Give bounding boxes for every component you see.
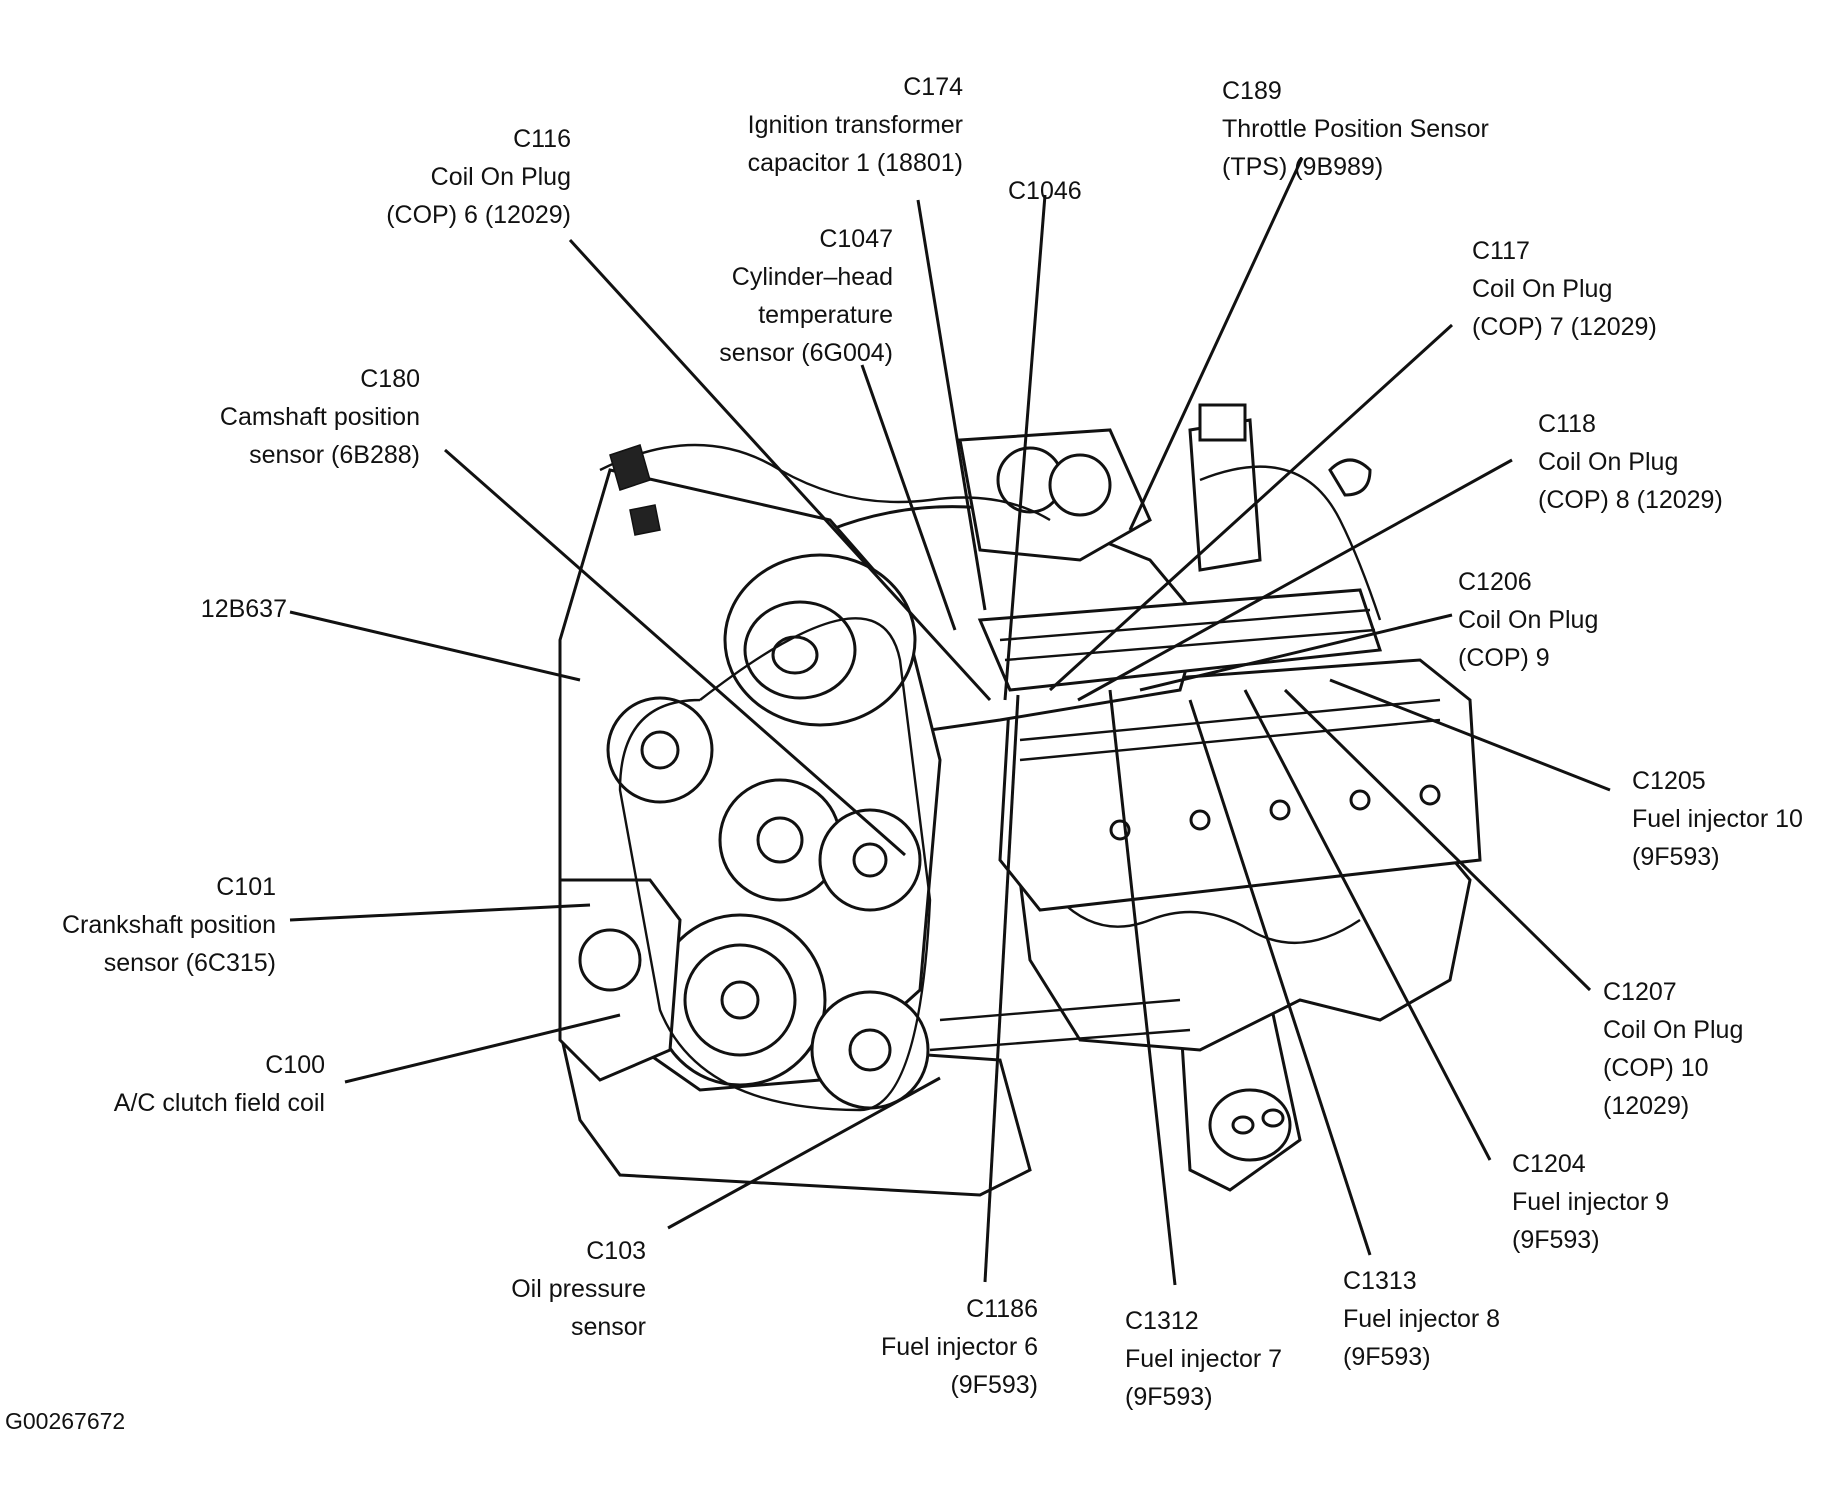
label-line: C1204 bbox=[1512, 1150, 1586, 1178]
leader-c100 bbox=[344, 1013, 621, 1084]
label-line: (9F593) bbox=[1632, 843, 1720, 871]
leader-c118 bbox=[1077, 458, 1513, 702]
label-line: C117 bbox=[1472, 237, 1530, 265]
label-line: sensor (6G004) bbox=[719, 339, 893, 367]
leader-c189 bbox=[1128, 157, 1304, 531]
label-line: A/C clutch field coil bbox=[113, 1089, 325, 1117]
label-line: Coil On Plug bbox=[1603, 1016, 1744, 1044]
label-line: C116 bbox=[513, 125, 571, 153]
label-line: C103 bbox=[586, 1237, 646, 1265]
valve-cover-right bbox=[998, 658, 1482, 912]
leader-c101 bbox=[289, 903, 591, 922]
leader-c1207 bbox=[1283, 688, 1592, 992]
label-line: C1313 bbox=[1343, 1267, 1417, 1295]
label-line: Coil On Plug bbox=[1538, 448, 1679, 476]
label-line: (9F593) bbox=[1343, 1343, 1431, 1371]
label-line: (TPS) (9B989) bbox=[1222, 153, 1384, 181]
label-line: Coil On Plug bbox=[1472, 275, 1613, 303]
label-c12b637: 12B637 bbox=[201, 590, 287, 628]
label-line: Oil pressure bbox=[511, 1275, 646, 1303]
label-line: C101 bbox=[216, 873, 276, 901]
label-line: Crankshaft position bbox=[61, 911, 276, 939]
leader-c1046 bbox=[1003, 194, 1047, 701]
label-line: Fuel injector 8 bbox=[1343, 1305, 1501, 1333]
leader-c1312 bbox=[1108, 689, 1177, 1286]
label-line: sensor (6C315) bbox=[103, 949, 276, 977]
label-line: Fuel injector 10 bbox=[1632, 805, 1803, 833]
label-line: Camshaft position bbox=[219, 403, 420, 431]
label-line: C1046 bbox=[1008, 177, 1082, 205]
label-line: C118 bbox=[1538, 410, 1596, 438]
leader-c12b637 bbox=[289, 610, 581, 682]
label-line: C1186 bbox=[966, 1295, 1038, 1323]
label-line: C1206 bbox=[1458, 568, 1532, 596]
label-line: C174 bbox=[903, 73, 963, 101]
label-line: C100 bbox=[265, 1051, 325, 1079]
figure-id: G00267672 bbox=[5, 1408, 126, 1434]
leader-c1313 bbox=[1188, 699, 1372, 1256]
leader-c174 bbox=[916, 199, 987, 611]
label-line: (COP) 8 (12029) bbox=[1538, 486, 1723, 514]
label-line: C1047 bbox=[819, 225, 893, 253]
label-line: (COP) 6 (12029) bbox=[386, 201, 571, 229]
label-line: Throttle Position Sensor bbox=[1222, 115, 1489, 143]
label-line: 12B637 bbox=[200, 595, 287, 623]
label-line: (9F593) bbox=[950, 1371, 1038, 1399]
label-line: C180 bbox=[360, 365, 420, 393]
label-line: Coil On Plug bbox=[430, 163, 571, 191]
label-line: sensor bbox=[570, 1313, 646, 1341]
label-line: Ignition transformer bbox=[747, 111, 963, 139]
leader-c1205 bbox=[1329, 678, 1611, 792]
leader-c1047 bbox=[860, 364, 957, 631]
label-line: C1207 bbox=[1603, 978, 1677, 1006]
label-line: C189 bbox=[1222, 77, 1282, 105]
leader-c116 bbox=[568, 238, 992, 702]
leader-c1206 bbox=[1139, 613, 1453, 692]
label-line: C1312 bbox=[1125, 1307, 1199, 1335]
leader-c180 bbox=[444, 448, 906, 857]
label-c1046: C1046 bbox=[1008, 172, 1082, 210]
label-line: temperature bbox=[758, 301, 893, 329]
label-line: (COP) 10 bbox=[1603, 1054, 1709, 1082]
label-line: sensor (6B288) bbox=[249, 441, 420, 469]
leader-c1204 bbox=[1243, 689, 1492, 1161]
label-line: (12029) bbox=[1603, 1092, 1690, 1120]
label-line: (9F593) bbox=[1512, 1226, 1600, 1254]
label-line: Coil On Plug bbox=[1458, 606, 1599, 634]
label-line: Fuel injector 9 bbox=[1512, 1188, 1670, 1216]
label-line: (COP) 7 (12029) bbox=[1472, 313, 1657, 341]
label-line: Fuel injector 6 bbox=[880, 1333, 1038, 1361]
label-line: Fuel injector 7 bbox=[1125, 1345, 1283, 1373]
leader-c103 bbox=[667, 1076, 941, 1230]
label-line: (COP) 9 bbox=[1458, 644, 1550, 672]
label-line: C1205 bbox=[1632, 767, 1706, 795]
label-line: capacitor 1 (18801) bbox=[747, 149, 963, 177]
serpentine-belt bbox=[618, 617, 932, 1112]
leader-c1186 bbox=[983, 694, 1020, 1283]
label-line: (9F593) bbox=[1125, 1383, 1213, 1411]
label-line: Cylinder–head bbox=[731, 263, 893, 291]
leader-c117 bbox=[1048, 323, 1454, 692]
